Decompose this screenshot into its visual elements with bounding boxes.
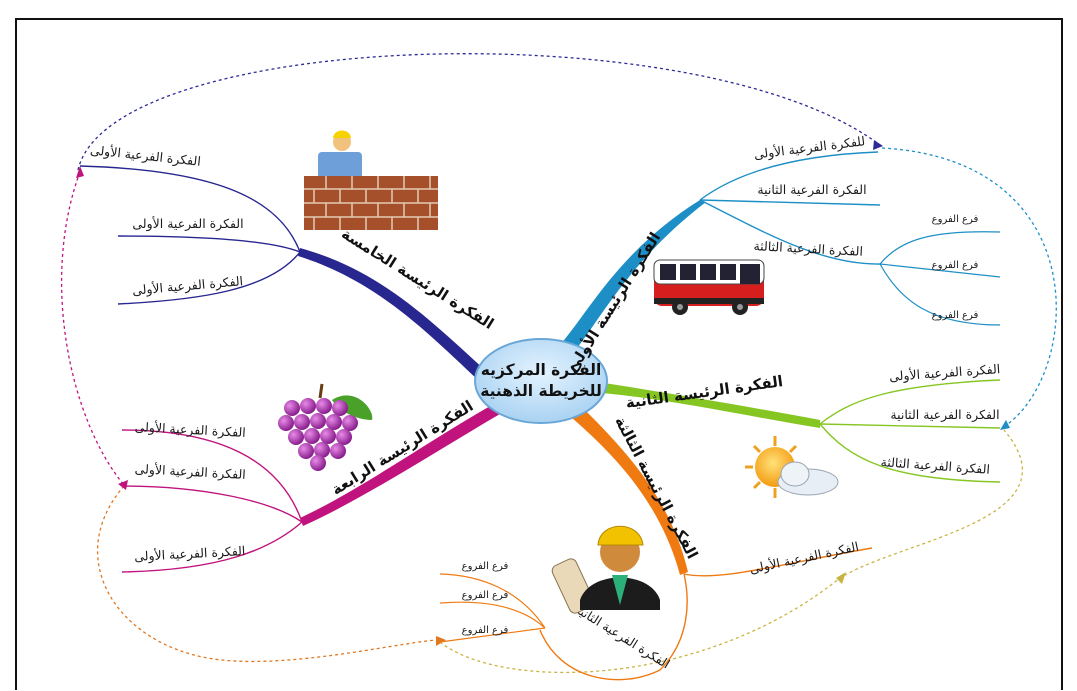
twig-third-3: فرع الفروع xyxy=(462,625,509,636)
arrowheads xyxy=(76,140,1010,646)
grapes-icon xyxy=(278,383,373,471)
sub-second-3: الفكرة الفرعية الثالثة xyxy=(880,454,990,478)
dashed-arc-right xyxy=(881,147,1057,429)
sub-third-1: الفكرة الفرعية الأولى xyxy=(748,539,860,578)
sub-fifth-1: الفكرة الفرعية الأولى xyxy=(89,142,201,170)
sub-second-2: الفكرة الفرعية الثانية xyxy=(890,407,999,423)
branch-second xyxy=(585,379,1001,483)
twig-first-1: فرع الفروع xyxy=(932,214,979,225)
sub-fourth-2: الفكرة الفرعية الأولى xyxy=(134,461,246,483)
engineer-icon xyxy=(551,525,660,614)
bus-icon xyxy=(653,259,765,315)
sub-fourth-3: الفكرة الفرعية الأولى xyxy=(134,543,246,565)
central-idea-line1: الفكرة المركزيه xyxy=(481,361,602,379)
dashed-arc-left xyxy=(60,171,125,486)
dashed-arc-bottom-left xyxy=(96,485,441,663)
sub-fourth-1: الفكرة الفرعية الأولى xyxy=(134,419,246,441)
sub-first-3: الفكرة الفرعية الثالثة xyxy=(753,238,863,260)
sub-fifth-3: الفكرة الفرعية الأولى xyxy=(132,273,244,299)
twig-first-2: فرع الفروع xyxy=(932,260,979,271)
dashed-arc-top xyxy=(77,53,881,171)
central-idea-line2: للخريطة الذهنية xyxy=(480,382,602,400)
central-idea-node: الفكرة المركزيه للخريطة الذهنية xyxy=(474,338,608,424)
builder-wall-icon xyxy=(304,130,438,230)
sun-cloud-icon xyxy=(745,436,839,498)
sub-fifth-2: الفكرة الفرعية الأولى xyxy=(132,216,243,232)
sub-first-2: الفكرة الفرعية الثانية xyxy=(757,182,866,198)
twig-third-2: فرع الفروع xyxy=(462,590,509,601)
frame-border xyxy=(15,18,1063,690)
branch-first xyxy=(560,151,1001,352)
main-idea-first: الفكرة الرئيسة الأولى xyxy=(563,229,664,376)
branch-fourth xyxy=(121,405,500,573)
branch-third xyxy=(439,405,873,681)
twig-third-1: فرع الفروع xyxy=(462,561,509,572)
twig-first-3: فرع الفروع xyxy=(932,310,979,321)
sub-third-2: الفكرة الفرعية الثانية xyxy=(572,601,673,672)
branch-fifth xyxy=(79,165,485,380)
